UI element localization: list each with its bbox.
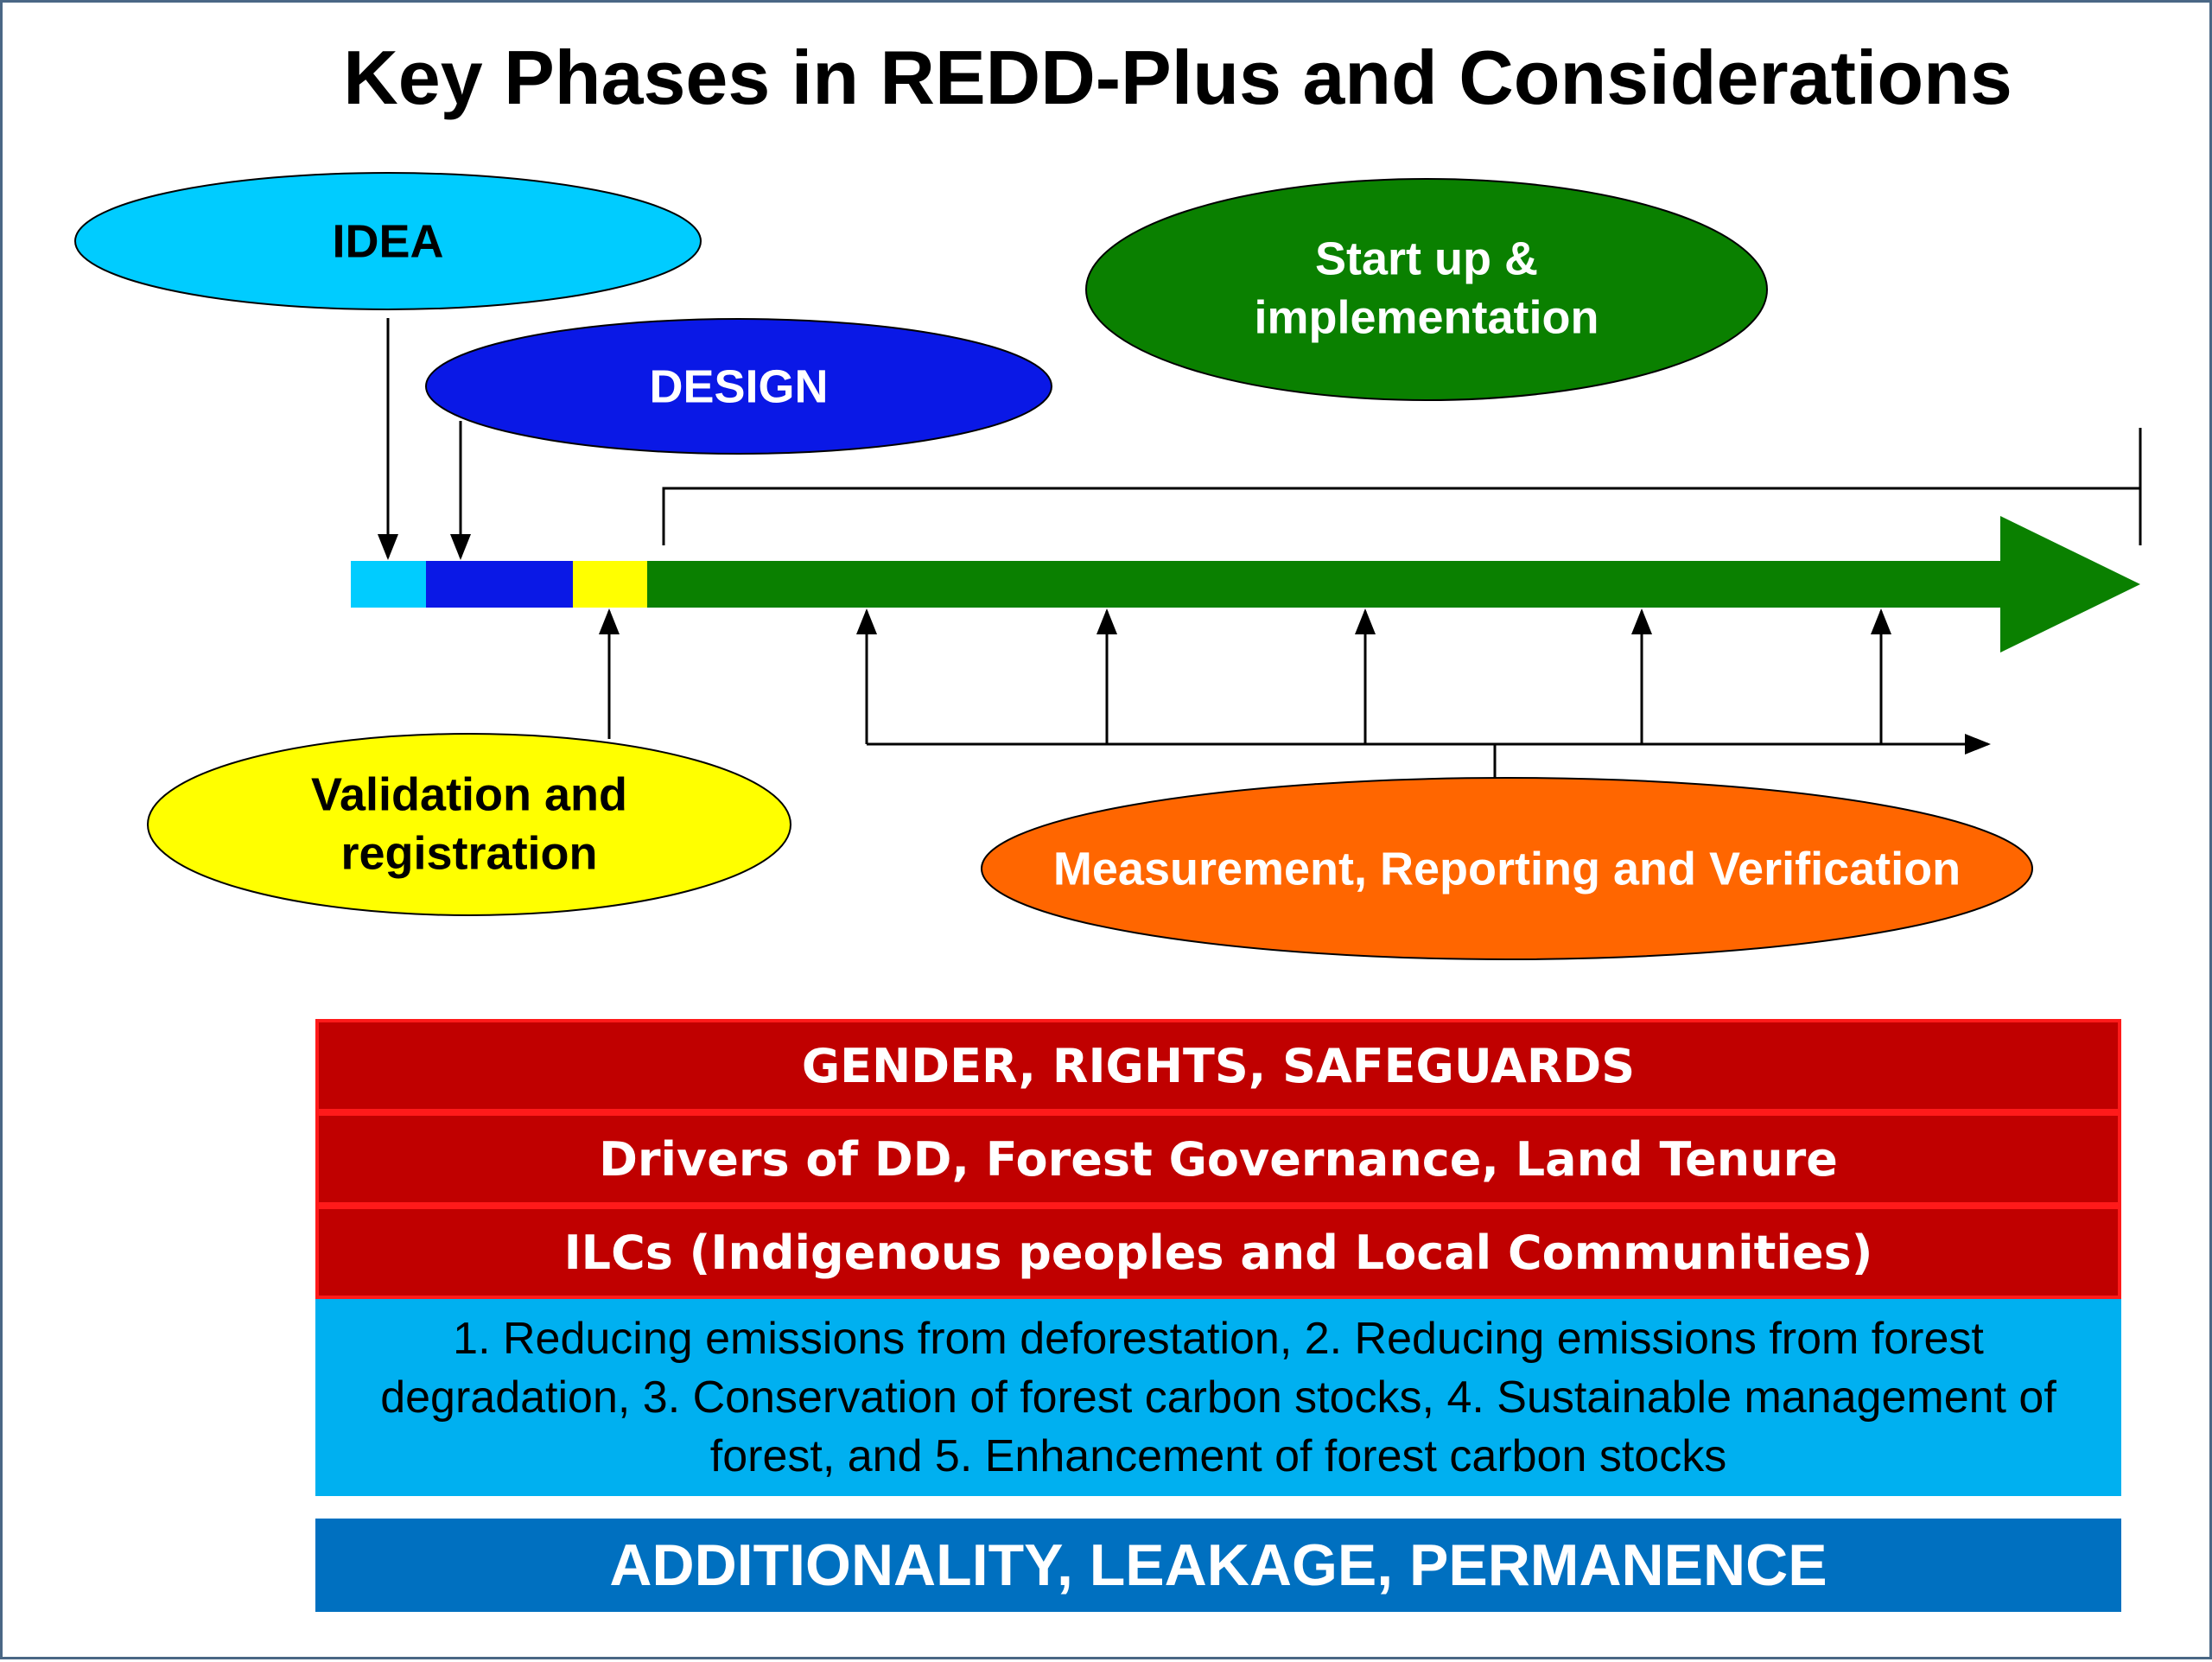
page-title: Key Phases in REDD-Plus and Consideratio… <box>343 35 2012 120</box>
drivers-band: Drivers of DD, Forest Governance, Land T… <box>315 1112 2121 1206</box>
gender-rights-text: GENDER, RIGHTS, SAFEGUARDS <box>801 1038 1636 1093</box>
idea-segment <box>351 561 426 608</box>
additionality-text: ADDITIONALITY, LEAKAGE, PERMANENCE <box>609 1532 1827 1598</box>
design-label: DESIGN <box>649 360 828 412</box>
validation-label-line2: registration <box>340 827 597 879</box>
phase-diagram: IDEA DESIGN Start up & implementation Va… <box>74 172 2142 960</box>
implementation-bracket <box>662 428 2142 545</box>
redd-activities-band: 1. Reducing emissions from deforestation… <box>315 1299 2121 1496</box>
implementation-segment <box>647 561 2000 608</box>
validation-label-line1: Validation and <box>311 768 627 820</box>
idea-ellipse <box>74 172 702 310</box>
startup-label-line2: implementation <box>1254 291 1599 343</box>
design-ellipse <box>425 318 1052 455</box>
gender-rights-band: GENDER, RIGHTS, SAFEGUARDS <box>315 1019 2121 1112</box>
additionality-band: ADDITIONALITY, LEAKAGE, PERMANENCE <box>315 1519 2121 1612</box>
ilcs-band: ILCs (Indigenous peoples and Local Commu… <box>315 1206 2121 1299</box>
ilcs-text: ILCs (Indigenous peoples and Local Commu… <box>563 1225 1873 1280</box>
startup-label-line1: Start up & <box>1315 232 1538 284</box>
design-segment <box>426 561 573 608</box>
drivers-text: Drivers of DD, Forest Governance, Land T… <box>599 1131 1838 1187</box>
mrv-ellipse <box>981 777 2033 960</box>
mrv-label: Measurement, Reporting and Verification <box>1053 843 1961 895</box>
redd-activities-text: 1. Reducing emissions from deforestation… <box>380 1314 2056 1481</box>
validation-ellipse <box>147 733 791 916</box>
startup-ellipse <box>1085 178 1768 401</box>
timeline-arrowhead <box>2000 516 2140 653</box>
idea-label: IDEA <box>332 215 443 267</box>
validation-segment <box>573 561 647 608</box>
